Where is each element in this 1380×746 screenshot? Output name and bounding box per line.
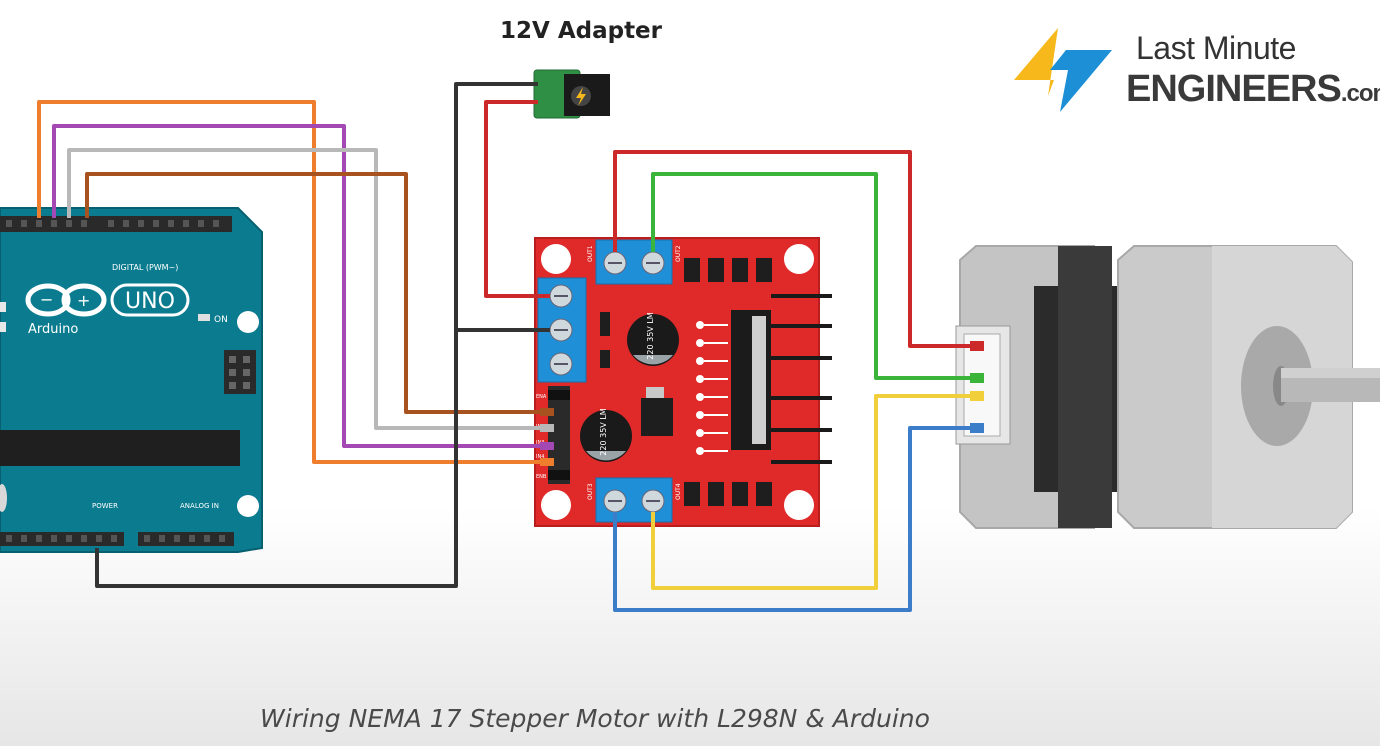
mounting-hole bbox=[237, 311, 259, 333]
adapter-label: 12V Adapter bbox=[500, 18, 662, 44]
power-header bbox=[0, 532, 124, 546]
caption: Wiring NEMA 17 Stepper Motor with L298N … bbox=[260, 704, 930, 733]
capacitor: 220 35V LM bbox=[580, 408, 632, 462]
capacitor: 220 35V LM bbox=[627, 312, 679, 366]
wire-orange bbox=[37, 100, 548, 464]
input-header bbox=[548, 386, 570, 484]
last-minute-engineers-logo: Last Minute ENGINEERS.com bbox=[1008, 22, 1380, 118]
digital-header-pins bbox=[6, 220, 219, 227]
svg-text:IN4: IN4 bbox=[536, 454, 544, 460]
arduino-model: UNO bbox=[125, 289, 175, 314]
header-pin-ends bbox=[540, 408, 554, 466]
connector-pins bbox=[970, 341, 984, 433]
logo-engineers: ENGINEERS bbox=[1126, 68, 1342, 110]
mounting-hole bbox=[541, 490, 571, 520]
icsp-header bbox=[224, 350, 256, 394]
logo-text-line2: ENGINEERS.com bbox=[1126, 68, 1380, 111]
bottom-diodes bbox=[684, 482, 772, 506]
on-label: ON bbox=[214, 315, 228, 325]
svg-text:OUT3: OUT3 bbox=[587, 483, 594, 500]
svg-text:ENA: ENA bbox=[536, 394, 547, 400]
arduino-infinity-logo bbox=[25, 283, 107, 317]
wire-red-coil bbox=[613, 150, 978, 348]
arduino-brand: Arduino bbox=[28, 322, 78, 337]
mounting-hole bbox=[237, 495, 259, 517]
wire-gray bbox=[67, 148, 548, 430]
svg-text:220 35V LM: 220 35V LM bbox=[599, 408, 608, 455]
wire-purple bbox=[52, 124, 548, 448]
power-header-label: POWER bbox=[92, 502, 118, 510]
wires bbox=[37, 82, 978, 612]
analog-header-label: ANALOG IN bbox=[180, 502, 219, 510]
regulator-tab bbox=[646, 387, 664, 401]
logo-suffix: .com bbox=[1340, 80, 1380, 107]
svg-text:220 35V LM: 220 35V LM bbox=[646, 312, 655, 359]
wire-blue-coil bbox=[613, 426, 978, 612]
svg-text:OUT1: OUT1 bbox=[587, 245, 594, 262]
wire-black-ground bbox=[95, 82, 538, 588]
svg-text:−: − bbox=[40, 290, 53, 309]
power-led bbox=[198, 314, 210, 321]
logo-text-line1: Last Minute bbox=[1136, 30, 1296, 66]
digital-header-label: DIGITAL (PWM~) bbox=[112, 263, 178, 272]
output-labels: OUT1 OUT2 OUT3 OUT4 bbox=[587, 245, 682, 500]
resistor-pads bbox=[696, 321, 704, 455]
mounting-hole bbox=[784, 490, 814, 520]
heatsink-pins bbox=[771, 294, 832, 464]
svg-text:OUT2: OUT2 bbox=[675, 245, 682, 262]
digital-header bbox=[0, 216, 232, 232]
dc-barrel-jack bbox=[533, 69, 610, 119]
wire-green-coil bbox=[651, 172, 978, 380]
svg-text:ENB: ENB bbox=[536, 474, 547, 480]
mounting-hole bbox=[784, 244, 814, 274]
svg-text:OUT4: OUT4 bbox=[675, 483, 682, 500]
mounting-hole bbox=[541, 244, 571, 274]
l298n-chip bbox=[731, 310, 771, 450]
lightning-icon bbox=[576, 87, 586, 106]
nema17-stepper-motor bbox=[955, 245, 1380, 529]
wire-brown bbox=[85, 172, 548, 414]
l298n-driver-board: 220 35V LM 220 35V LM bbox=[534, 237, 832, 527]
wire-red-12v bbox=[484, 100, 550, 298]
atmega-chip bbox=[0, 430, 240, 466]
lightning-bolt-icon bbox=[1014, 28, 1112, 112]
wire-yellow-coil bbox=[651, 394, 978, 590]
top-diodes bbox=[684, 258, 772, 282]
arduino-uno-board: DIGITAL (PWM~) − + UNO Arduino ON POWER … bbox=[0, 207, 263, 553]
svg-text:+: + bbox=[77, 291, 90, 310]
uno-badge bbox=[110, 283, 190, 317]
voltage-regulator bbox=[641, 398, 673, 436]
